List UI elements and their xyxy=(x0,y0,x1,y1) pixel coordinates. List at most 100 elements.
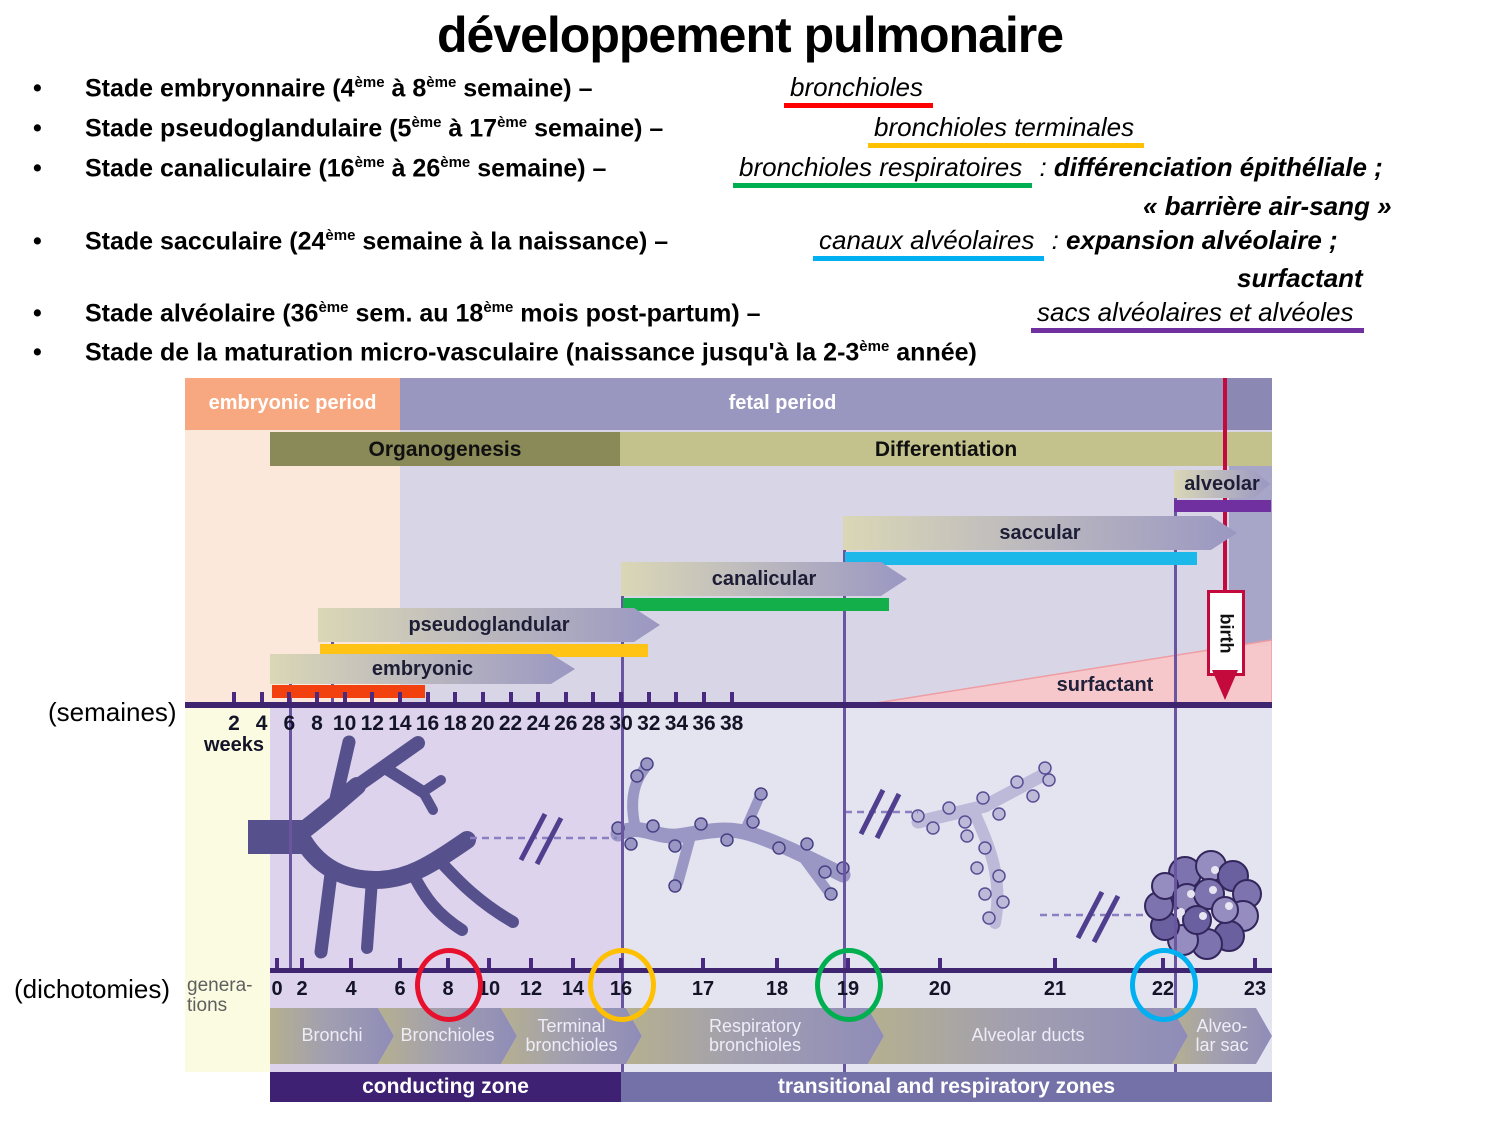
week-tick-label: 4 xyxy=(255,712,268,735)
birth-marker: birth xyxy=(1207,590,1245,676)
weeks-axis-side-label: (semaines) xyxy=(48,697,177,727)
bullet-text: Stade alvéolaire (36ème sem. au 18ème mo… xyxy=(85,299,761,328)
generation-tick-label: 21 xyxy=(1043,978,1067,1000)
week4-line xyxy=(289,678,292,968)
airway-segment-label: Terminal xyxy=(537,1015,606,1036)
week-tick xyxy=(508,692,513,702)
stage-arrow-saccular: saccular xyxy=(843,516,1237,550)
airway-segment-label: Bronchi xyxy=(301,1025,363,1046)
stage-arrow-alveolar: alveolar xyxy=(1174,470,1270,498)
generations-axis-title: genera- tions xyxy=(187,975,253,1016)
week-tick-label: 28 xyxy=(581,712,606,735)
airway-segment-label: lar sac xyxy=(1195,1035,1249,1055)
generation-tick xyxy=(487,958,491,968)
week-tick xyxy=(314,692,319,702)
annotation-bronchioles-terminales: bronchioles terminales xyxy=(868,112,1145,148)
bullet-marker: • xyxy=(33,154,42,182)
surfactant-label: surfactant xyxy=(1056,674,1154,696)
organogenesis-band xyxy=(270,432,620,466)
airway-segment-label: bronchioles xyxy=(525,1035,618,1055)
week-tick-label: 24 xyxy=(526,712,550,735)
airway-segment-label: Alveo- xyxy=(1196,1015,1248,1036)
generation-tick-label: 10 xyxy=(477,978,501,1000)
fetal-period-band xyxy=(400,378,1272,430)
underlined-term: bronchioles xyxy=(784,72,933,108)
annotation-detail: différenciation épithéliale ; xyxy=(1053,152,1383,182)
bullet-text: Stade embryonnaire (4ème à 8ème semaine)… xyxy=(85,74,593,103)
birth-label: birth xyxy=(1216,613,1237,653)
week-tick-label: 20 xyxy=(471,712,495,735)
generation-tick xyxy=(571,958,575,968)
generation-tick xyxy=(701,958,705,968)
week-tick xyxy=(425,692,430,702)
annotation-sacs-alveolaires: sacs alvéolaires et alvéoles xyxy=(1031,297,1364,333)
bullet-marker: • xyxy=(33,299,42,327)
underlined-term: canaux alvéolaires xyxy=(813,225,1045,261)
week-tick-label: 10 xyxy=(332,712,357,735)
page-title: développement pulmonaire xyxy=(436,7,1064,63)
stage-arrow-label: canalicular xyxy=(711,567,817,590)
underlined-term: bronchioles terminales xyxy=(868,112,1145,148)
differentiation-label: Differentiation xyxy=(874,438,1018,461)
airway-segment-label: Respiratory xyxy=(708,1015,802,1036)
week-tick xyxy=(453,692,458,702)
lung-development-diagram: embryonic period fetal period Organogene… xyxy=(185,378,1272,1105)
week-tick xyxy=(232,692,236,702)
week-tick xyxy=(287,692,292,702)
week-tick-label: 12 xyxy=(360,712,384,735)
weeks-unit-label: weeks xyxy=(203,734,265,756)
week24-line xyxy=(843,516,846,1072)
stage-bar-pseudoglandular xyxy=(320,644,648,657)
annotation-barriere-air-sang: « barrière air-sang » xyxy=(1143,191,1392,221)
bullet-marker: • xyxy=(33,114,42,142)
airway-segment-alveolarsac: Alveo-lar sac xyxy=(1172,1008,1272,1064)
underlined-term: bronchioles respiratoires xyxy=(733,152,1033,188)
embryonic-period-band xyxy=(185,378,400,430)
generation-tick-label: 23 xyxy=(1243,978,1267,1000)
post-birth-band xyxy=(1225,378,1272,430)
generation-tick xyxy=(529,958,533,968)
airway-segment-label: Bronchioles xyxy=(400,1025,495,1046)
airway-segment-bronchi: Bronchi xyxy=(270,1008,394,1064)
conducting-zone-band: conducting zone xyxy=(270,1072,621,1102)
generation-tick xyxy=(275,958,279,968)
week-tick xyxy=(342,692,347,702)
week-tick xyxy=(370,692,375,702)
generation-tick xyxy=(349,958,353,968)
annotation-detail: expansion alvéolaire ; xyxy=(1066,225,1338,255)
week-tick xyxy=(397,692,402,702)
generations-axis xyxy=(270,968,1272,973)
week36-line xyxy=(1174,470,1177,1072)
week-tick-label: 16 xyxy=(415,712,440,735)
generation-tick-label: 18 xyxy=(765,978,789,1000)
generation-tick-label: 4 xyxy=(345,978,357,1000)
generation-tick xyxy=(1053,958,1057,968)
generation-tick-label: 14 xyxy=(561,978,585,1000)
generation-circle-22 xyxy=(1130,948,1198,1022)
week-tick xyxy=(674,692,679,702)
embryonic-period-label: embryonic period xyxy=(208,392,377,414)
left-column-bg xyxy=(185,704,270,1072)
week-tick-label: 36 xyxy=(692,712,716,735)
bullet-marker: • xyxy=(33,338,42,366)
week-tick-label: 26 xyxy=(554,712,578,735)
week-tick-label: 8 xyxy=(311,712,323,735)
bullet-marker: • xyxy=(33,227,42,255)
airway-segment-alveolarducts: Alveolar ducts xyxy=(868,1008,1188,1064)
birth-arrowhead-icon xyxy=(1212,670,1238,700)
generation-tick xyxy=(775,958,779,968)
generation-tick xyxy=(1253,958,1257,968)
bullet-text: Stade pseudoglandulaire (5ème à 17ème se… xyxy=(85,114,664,143)
stage-bar-alveolar xyxy=(1174,500,1271,512)
stage-arrow-canalicular: canalicular xyxy=(621,562,907,596)
fetal-period-label: fetal period xyxy=(728,392,837,414)
airway-segment-label: Alveolar ducts xyxy=(971,1025,1085,1046)
annotation-bronchioles-respiratoires: bronchioles respiratoires : différenciat… xyxy=(733,152,1383,188)
week-tick xyxy=(536,692,541,702)
week-tick-label: 34 xyxy=(664,712,689,735)
bullet-marker: • xyxy=(33,74,42,102)
week-tick xyxy=(729,692,734,702)
